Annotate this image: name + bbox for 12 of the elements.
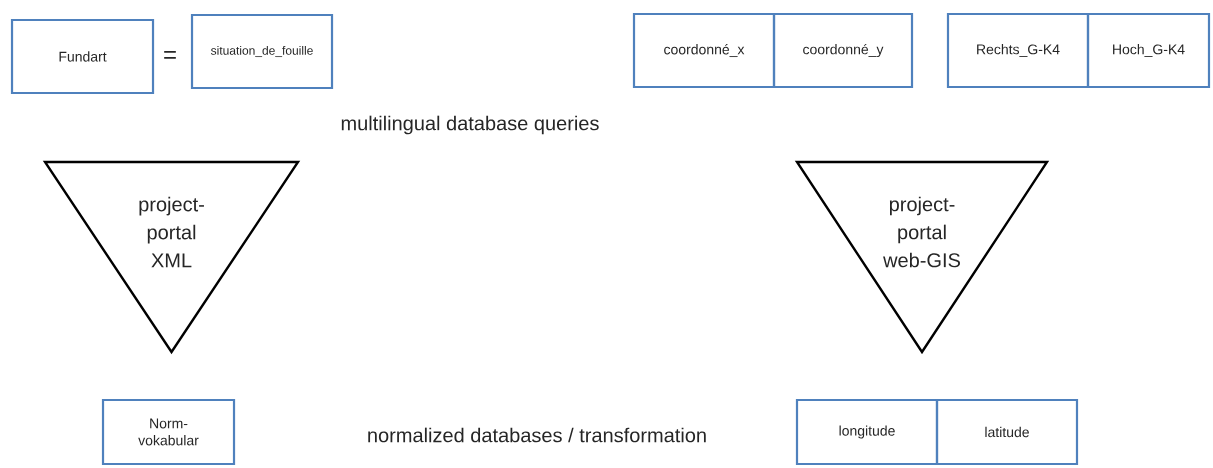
label-text: normalized databases / transformation xyxy=(368,427,706,443)
text-box: coordonné_y xyxy=(772,12,914,89)
text-box: Rechts_G-K4 xyxy=(946,12,1090,89)
text-box: longitude xyxy=(795,398,939,466)
equals-sign: = xyxy=(164,51,176,59)
text-box: coordonné_x xyxy=(632,12,776,89)
text-box: situation_de_fouille xyxy=(190,13,334,90)
text-box: latitude xyxy=(935,398,1079,466)
text-box: Norm-vokabular xyxy=(101,398,236,466)
label-text: multilingual database queries xyxy=(341,115,599,135)
text-box: Fundart xyxy=(10,18,155,95)
text-box: Hoch_G-K4 xyxy=(1086,12,1211,89)
